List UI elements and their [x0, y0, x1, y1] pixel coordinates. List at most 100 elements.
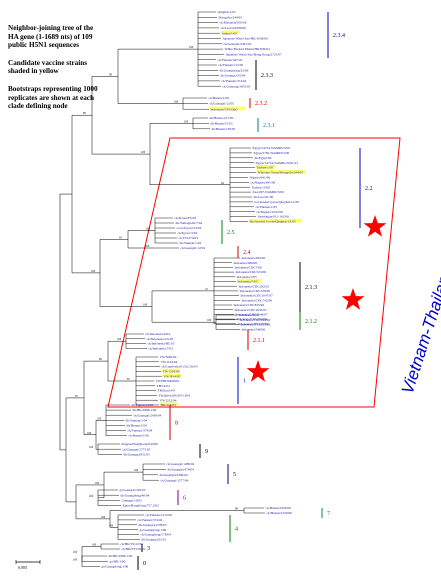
- bootstrap-value: 100: [89, 446, 94, 449]
- leaf-label: ck/Guangxi/12/05: [210, 102, 235, 106]
- leaf-label: Indonesia/CDC1047/07: [241, 294, 274, 298]
- caption-line: HA gene (1-1689 nts) of 109: [8, 32, 93, 41]
- leaf-label: dk/Guangxi/470/04: [168, 468, 195, 472]
- leaf-label: Indonesia/7/05: [237, 275, 257, 279]
- leaf-label: dk/Guangxi/2396/04: [160, 473, 188, 477]
- leaf-label: Whooper Swan/Mongolia/244/05: [258, 171, 304, 175]
- bootstrap-value: 100: [92, 544, 97, 547]
- leaf-label: ck/Guangdong/178/04: [141, 533, 172, 537]
- leaf-label: Indonesia/5/05 (kit): [211, 107, 238, 111]
- branches-group: [59, 11, 265, 567]
- leaf-label: Indonesia/286/06: [234, 261, 258, 265]
- caption-line: clade defining node: [8, 102, 68, 111]
- bootstrap-value: 97: [75, 395, 78, 398]
- clade-label: 2.2: [365, 186, 373, 192]
- leaf-label: Indonesia/CDC1032/07: [235, 308, 268, 312]
- leaf-label: ck/Yunnan/374/04: [128, 429, 153, 433]
- vaccine-strain-highlight: [163, 373, 181, 378]
- leaf-label: ck/Indonesia/4/04: [146, 332, 171, 336]
- vaccine-strain-highlight: [249, 218, 302, 223]
- leaf-label: dk/Egypt/06: [255, 156, 272, 160]
- leaf-label: Indonesia/CDC7/06: [235, 266, 262, 270]
- bootstrap-value: 100: [73, 551, 78, 554]
- leaf-label: dk/Guangxi/1378/05: [139, 523, 167, 527]
- scale-bar-label: 0.005: [18, 565, 27, 570]
- clade-label: 8: [175, 421, 178, 427]
- bootstrap-value: 100: [134, 469, 139, 472]
- leaf-label: dk/Guangxi/35/04: [221, 74, 246, 78]
- leaf-label: ck/Guangxi/12/04: [181, 246, 206, 250]
- leaf-label: gs/Guangdong/1/96: [140, 528, 167, 532]
- leaf-label: Anhui/1/05: [222, 31, 238, 35]
- leaf-label: crow/Kyoto/53/04: [177, 226, 202, 230]
- leaf-label: ck/Guangxi/1286/04: [167, 462, 195, 466]
- leaf-label: ck/Guangxi/1277/04: [161, 478, 189, 482]
- leaf-label: dk/Guangdong/40/04: [121, 493, 150, 497]
- leaf-label: dk/Guangxi/22/01: [142, 538, 167, 542]
- leaf-label: dk/Fujian/13/02: [132, 403, 154, 407]
- clade-label: 5: [233, 472, 236, 478]
- clade-label: 2.3.1: [263, 123, 275, 129]
- leaf-label: ck/Yunnan/115/05: [219, 63, 244, 67]
- leaf-label: ck/Hunan/1/06: [209, 96, 229, 100]
- leaf-label: ck/Yunnan/374/04: [138, 518, 163, 522]
- leaf-label: dk/Yunnan/1/04: [180, 241, 202, 245]
- bootstrap-value: 99: [109, 73, 112, 76]
- bootstrap-value: 100: [189, 46, 194, 49]
- leaf-label: ck/Hunan/2292/06: [266, 506, 292, 510]
- leaf-label: Japanese White Eye/HK/1038/06: [223, 37, 268, 41]
- star-icon: [341, 288, 365, 310]
- bootstrap-value: 93: [119, 236, 122, 239]
- leaf-label: TH/Kan1/04: [158, 389, 175, 393]
- caption-line: Neighbor-joining tree of the: [8, 24, 94, 32]
- bootstrap-value: 72: [205, 288, 208, 291]
- leaf-label: dk/Guangdong/22/06: [220, 68, 249, 72]
- bootstrap-value: 100: [95, 482, 100, 485]
- clade-label: 1: [243, 379, 246, 385]
- leaf-label: ck/HK/FY150/01: [122, 547, 146, 551]
- leaf-label: dk/Yunnan/1/04: [126, 418, 148, 422]
- clade-label: 9: [205, 449, 208, 455]
- bootstrap-value: 100: [146, 228, 151, 231]
- leaf-label: Azerbaijan/011-162/06: [258, 215, 290, 219]
- clade-label: 3: [147, 546, 150, 552]
- clade-label: 2.3.4: [333, 33, 345, 39]
- clade-label: 2.1.1: [253, 338, 265, 344]
- leaf-label: Indonesia/CDC523/06: [236, 270, 267, 274]
- clade-label: 2.3.3: [261, 73, 273, 79]
- leaf-label: Indonesia/CDC292/05: [239, 284, 270, 288]
- leaf-label: ck/Yunnan/447/05: [218, 58, 243, 62]
- leaf-label: VN/JP14/05: [164, 374, 181, 378]
- bootstrap-value: 89: [83, 112, 86, 115]
- bootstrap-group: 1001001009410010072100100871001001001009…: [73, 46, 238, 561]
- leaf-label: dk/Yamaguchi/7/04: [176, 221, 203, 225]
- leaf-label: Egypt/2782-NAMRU3/06: [254, 151, 290, 155]
- leaf-label: ck/Indonesia/BL/03: [148, 342, 175, 346]
- leaf-label: ck/Nigeria/641/06: [251, 180, 276, 184]
- bootstrap-value: 100: [73, 558, 78, 561]
- clade-label: 2.4: [243, 250, 251, 256]
- leaf-label: ck/Guangxi/2775/05: [123, 447, 151, 451]
- scale-bar-group: 0.005: [15, 560, 41, 570]
- caption-line: Bootstraps representing 1000: [8, 84, 98, 93]
- leaf-label: Indonesia/CDC326/06: [240, 289, 271, 293]
- leaf-label: VN/1203/04: [163, 370, 180, 374]
- leaf-label: gs/Guangdong/1/96: [102, 565, 129, 569]
- bootstrap-value: 100: [117, 338, 122, 341]
- caption-line: shaded in yellow: [8, 67, 59, 76]
- leaf-label: dk/HK/2986.1/00: [109, 554, 133, 558]
- leaf-label: Indonesia/CDC1046/07: [236, 313, 269, 317]
- leaves-group: Qinghai/1/05Mongolia/244/05ck/Malaysia/9…: [102, 10, 306, 569]
- caption-line: public H5N1 sequences: [8, 41, 80, 50]
- leaf-label: Indonesia/CDC625/06: [238, 322, 269, 326]
- leaf-label: ck/Yunnan/1/05: [256, 205, 278, 209]
- leaf-label: ck/Malaysia/935/06: [220, 21, 247, 25]
- vaccine-strain-highlight: [210, 106, 245, 111]
- clade-label: 7: [327, 511, 330, 517]
- leaf-label: ck/Yunnan/1215/06: [146, 513, 173, 517]
- bootstrap-value: 87: [127, 378, 130, 381]
- leaf-label: ck/Hunan/2259/06: [267, 511, 293, 515]
- vaccine-strain-highlight: [257, 169, 306, 174]
- bootstrap-value: 100: [184, 120, 189, 123]
